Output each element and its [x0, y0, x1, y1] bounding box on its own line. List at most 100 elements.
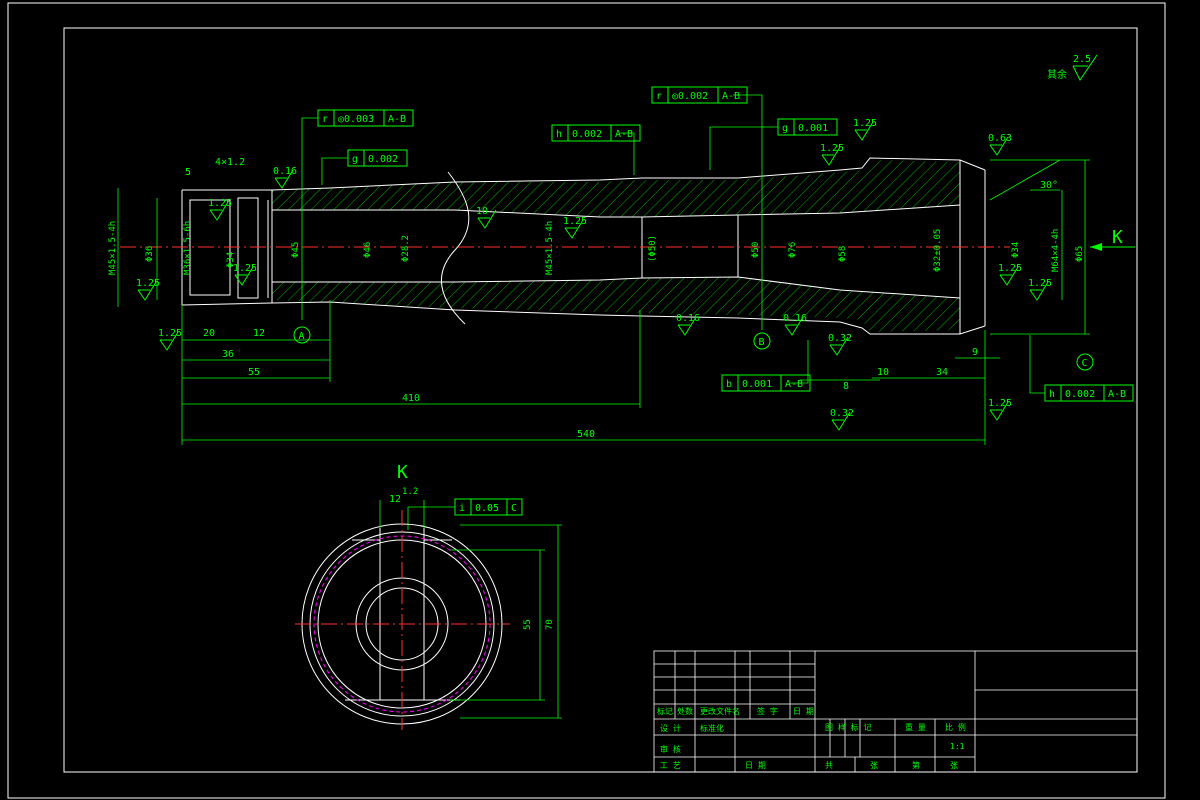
feature-control-frame: b 0.001 A-B — [721, 374, 811, 392]
dim-1-2-view-k: 1.2 — [402, 487, 418, 497]
hatch-lower — [272, 277, 960, 332]
dim-9: 9 — [972, 347, 978, 358]
roughness-symbol: 1.25 — [1028, 278, 1052, 301]
fcf-letter: r — [656, 91, 662, 102]
dim-410: 410 — [402, 393, 420, 404]
hatch-upper — [272, 160, 960, 217]
tb-col-file: 更改文件名 — [700, 706, 740, 716]
roughness-value: 1.25 — [853, 118, 877, 129]
tb-sheet2: 张 — [950, 761, 958, 770]
roughness-value: 1.25 — [158, 328, 182, 339]
roughness-symbol: 1.25 — [988, 398, 1012, 421]
fcf-datum: A-B — [615, 129, 633, 140]
roughness-value: 1.25 — [136, 278, 160, 289]
view-label-k-arrow: K — [1112, 227, 1123, 248]
tb-weight: 重 量 — [905, 722, 926, 732]
vdim-phi32: Φ32±0.05 — [933, 229, 943, 272]
roughness-value: 1.25 — [820, 143, 844, 154]
tb-date: 日 期 — [745, 761, 766, 770]
dim-12-view-k: 12 — [389, 494, 401, 505]
vdim-m45b: M45×1.5-4h — [545, 221, 555, 275]
fcf-value: 0.002 — [368, 154, 398, 165]
roughness-value: 0.16 — [783, 313, 807, 324]
vdim-phi34b: Φ34 — [1011, 242, 1021, 258]
roughness-value: 1.25 — [988, 398, 1012, 409]
fcf-letter: g — [352, 154, 358, 165]
dim-10: 10 — [877, 367, 889, 378]
tb-col-date: 日 期 — [793, 707, 814, 716]
roughness-value: 0.16 — [676, 313, 700, 324]
roughness-symbol: 1.25 — [563, 216, 587, 239]
tb-check: 审 核 — [660, 744, 681, 754]
view-k: K 55 70 12 1.2 — [295, 462, 562, 730]
general-roughness-label: 其余 — [1047, 68, 1067, 81]
tb-process: 工 艺 — [660, 761, 681, 770]
tb-col-count: 处数 — [677, 706, 693, 716]
vdim-m36: M36×1.5-6h — [183, 221, 193, 275]
vdim-m64: M64×4-4h — [1051, 229, 1061, 272]
fcf-letter: h — [1049, 389, 1055, 400]
vdim-phi58: Φ58 — [838, 246, 848, 262]
roughness-symbol: 0.16 — [676, 313, 700, 336]
tb-col-mark: 标记 — [657, 706, 673, 716]
dim-20: 20 — [203, 328, 215, 339]
dim-5: 5 — [185, 167, 191, 178]
view-label-k: K — [397, 462, 408, 483]
fcf-letter: r — [322, 114, 328, 125]
dim-12: 12 — [253, 328, 265, 339]
title-block: 标记 处数 更改文件名 签 字 日 期 设 计 标准化 审 核 工 艺 日 期 … — [653, 650, 1138, 773]
dim-34: 34 — [936, 367, 948, 378]
vdim-phi45: Φ45 — [291, 242, 301, 258]
roughness-value: 0.16 — [273, 166, 297, 177]
outer-border — [7, 2, 1166, 799]
roughness-symbol: 0.32 — [830, 408, 854, 431]
fcf-value: 0.001 — [798, 123, 828, 134]
fcf-value: ◎0.002 — [672, 91, 708, 102]
dim-4x1-2: 4×1.2 — [215, 157, 245, 168]
tb-no: 第 — [912, 760, 920, 770]
dim-70-view-k: 70 — [545, 619, 555, 630]
fcf-value: 0.001 — [742, 379, 772, 390]
roughness-value: 1.25 — [233, 263, 257, 274]
inner-border — [63, 27, 1138, 773]
roughness-symbol: 1.25 — [158, 328, 182, 351]
roughness-symbols: 0.16 1.25 1.25 1.25 1.25 10 1.25 0.16 0.16 0.32 0.… — [136, 118, 1052, 431]
vdim-phi50a: (Φ50) — [648, 235, 658, 262]
dim-55: 55 — [248, 367, 260, 378]
fcf-datum: A-B — [785, 379, 803, 390]
roughness-value: 1.25 — [998, 263, 1022, 274]
fcf-value: 0.05 — [475, 503, 499, 514]
roughness-symbol: 0.63 — [988, 133, 1012, 156]
datum-markers: ABC — [293, 326, 1094, 371]
roughness-symbol: 10 — [476, 206, 497, 229]
roughness-value: 1.25 — [563, 216, 587, 227]
vdim-phi36: Φ36 — [145, 246, 155, 262]
dim-55-view-k: 55 — [523, 619, 533, 630]
datum-label: B — [759, 337, 765, 348]
tb-stage-mark: 图 样 标 记 — [825, 722, 871, 732]
fcf-datum: C — [511, 503, 517, 514]
feature-control-frame: g 0.002 — [347, 149, 408, 167]
tb-standard: 标准化 — [700, 723, 724, 733]
tb-design: 设 计 — [660, 723, 681, 733]
dim-540: 540 — [577, 429, 595, 440]
tb-col-sign: 签 字 — [757, 706, 778, 716]
fcf-datum: A-B — [722, 91, 740, 102]
vdim-phi50: Φ50 — [751, 242, 761, 258]
angle-30: 30° — [1040, 180, 1058, 191]
roughness-value: 1.25 — [1028, 278, 1052, 289]
vdim-phi282: Φ28.2 — [401, 235, 411, 262]
fcf-value: 0.002 — [1065, 389, 1095, 400]
roughness-value: 1.25 — [208, 198, 232, 209]
datum-a: A — [293, 326, 311, 344]
tb-scale: 1:1 — [950, 742, 965, 751]
vdim-phi76: Φ76 — [788, 242, 798, 258]
fcf-letter: h — [556, 129, 562, 140]
fcf-letter: b — [726, 379, 732, 390]
roughness-symbol: 1.25 — [998, 263, 1022, 286]
tb-scale-label: 比 例 — [945, 722, 966, 732]
